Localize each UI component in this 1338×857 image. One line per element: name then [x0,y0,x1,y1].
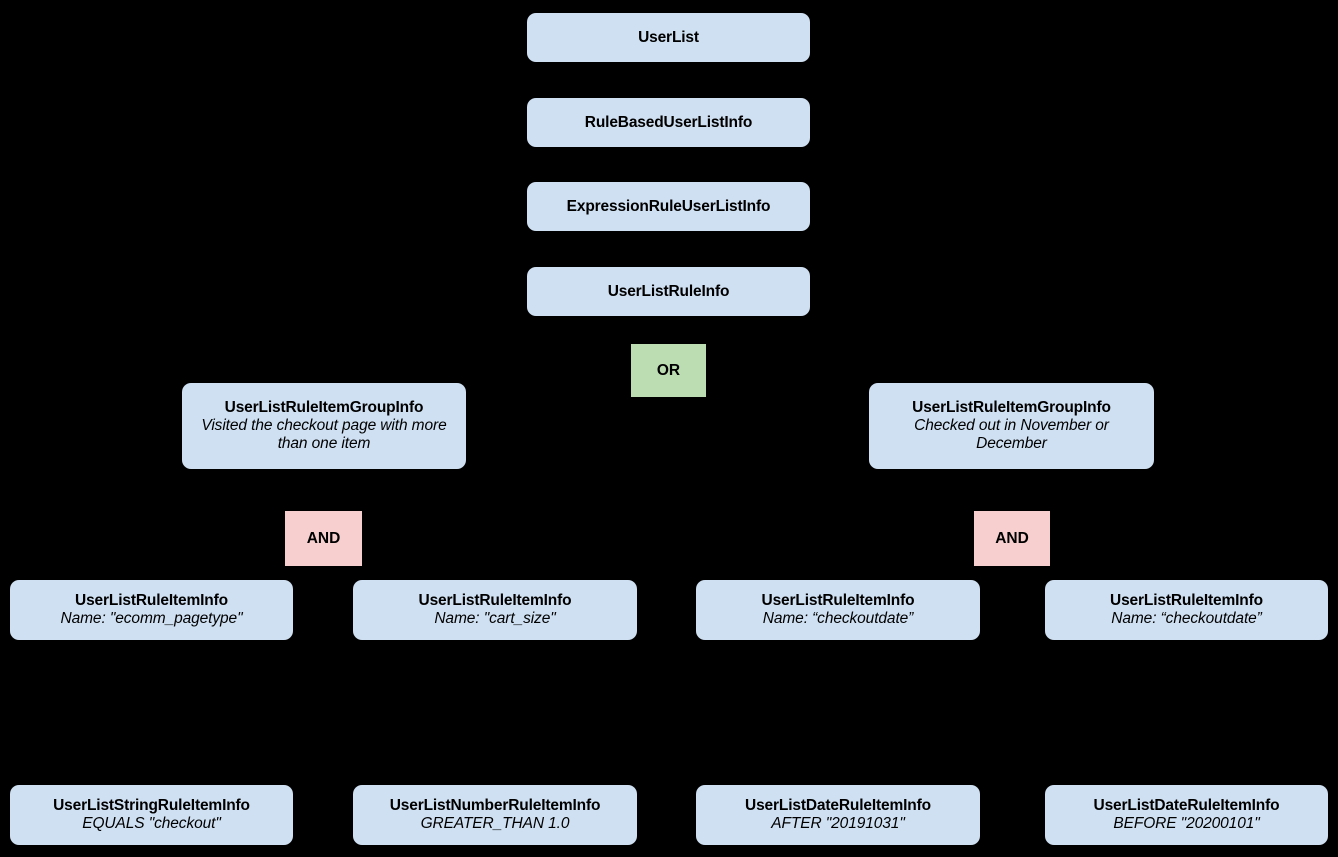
node-and-operator-left[interactable]: AND [285,511,362,566]
node-title: UserListDateRuleItemInfo [745,797,931,815]
node-user-list[interactable]: UserList [527,13,810,62]
operator-label: AND [306,529,341,547]
node-rule-item-1[interactable]: UserListRuleItemInfo Name: "ecomm_pagety… [10,580,293,640]
node-subtitle: Visited the checkout page with more than… [201,416,447,452]
node-leaf-string-rule-item[interactable]: UserListStringRuleItemInfo EQUALS "check… [10,785,293,845]
node-subtitle: GREATER_THAN 1.0 [420,815,570,832]
node-title: UserListRuleItemInfo [761,592,915,610]
node-group-left[interactable]: UserListRuleItemGroupInfo Visited the ch… [182,383,466,469]
node-subtitle: Name: "cart_size" [434,610,556,627]
node-subtitle: EQUALS "checkout" [82,815,221,832]
node-and-operator-right[interactable]: AND [974,511,1050,566]
node-subtitle: Name: “checkoutdate” [1111,610,1262,627]
node-or-operator[interactable]: OR [631,344,706,397]
node-title: UserListRuleInfo [607,282,730,300]
operator-label: OR [656,361,681,379]
node-group-right[interactable]: UserListRuleItemGroupInfo Checked out in… [869,383,1154,469]
node-leaf-date-rule-item-before[interactable]: UserListDateRuleItemInfo BEFORE "2020010… [1045,785,1328,845]
node-title: UserListDateRuleItemInfo [1093,797,1280,815]
node-title: UserList [638,28,699,46]
node-title: UserListRuleItemInfo [75,592,228,610]
node-subtitle: BEFORE "20200101" [1113,815,1260,832]
node-rule-item-4[interactable]: UserListRuleItemInfo Name: “checkoutdate… [1045,580,1328,640]
node-title: UserListRuleItemInfo [418,592,572,610]
node-title: ExpressionRuleUserListInfo [566,197,771,215]
node-subtitle: Checked out in November or December [914,416,1109,452]
node-subtitle: Name: “checkoutdate” [762,610,914,627]
node-rule-based-user-list-info[interactable]: RuleBasedUserListInfo [527,98,810,147]
operator-label: AND [995,529,1029,547]
node-title: RuleBasedUserListInfo [584,113,753,131]
node-title: UserListRuleItemGroupInfo [224,398,424,416]
node-title: UserListRuleItemInfo [1110,592,1263,610]
node-title: UserListRuleItemGroupInfo [912,398,1111,416]
node-expression-rule-user-list-info[interactable]: ExpressionRuleUserListInfo [527,182,810,231]
node-user-list-rule-info[interactable]: UserListRuleInfo [527,267,810,316]
node-subtitle: AFTER "20191031" [771,815,905,832]
node-subtitle: Name: "ecomm_pagetype" [60,610,243,627]
node-rule-item-3[interactable]: UserListRuleItemInfo Name: “checkoutdate… [696,580,980,640]
node-title: UserListNumberRuleItemInfo [389,797,601,815]
node-leaf-number-rule-item[interactable]: UserListNumberRuleItemInfo GREATER_THAN … [353,785,637,845]
node-rule-item-2[interactable]: UserListRuleItemInfo Name: "cart_size" [353,580,637,640]
node-leaf-date-rule-item-after[interactable]: UserListDateRuleItemInfo AFTER "20191031… [696,785,980,845]
node-title: UserListStringRuleItemInfo [53,797,250,815]
